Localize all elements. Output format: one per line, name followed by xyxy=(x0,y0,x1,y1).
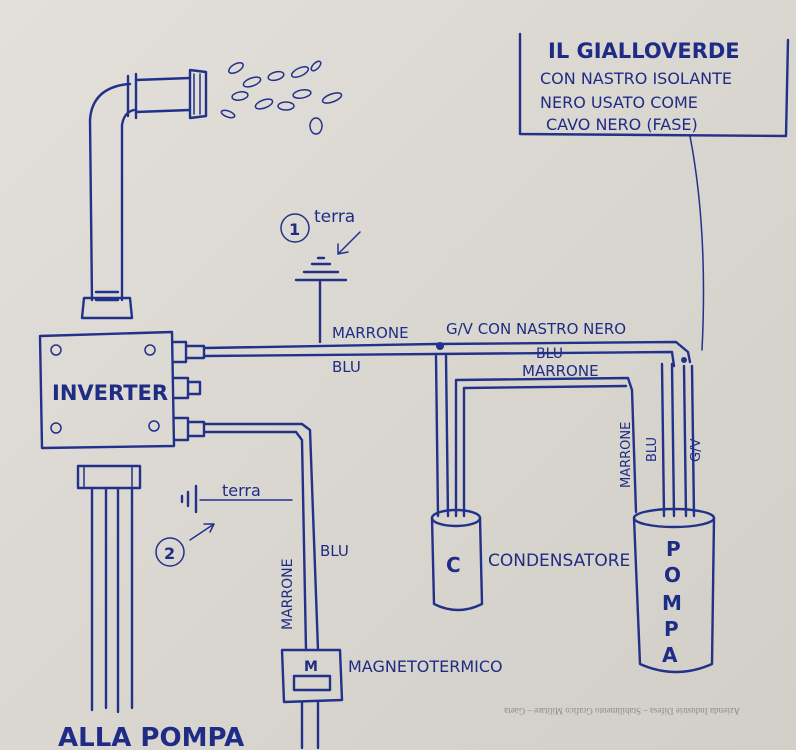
capacitor-letter: C xyxy=(446,553,461,577)
ground-1-number: 1 xyxy=(289,220,300,239)
printed-footer: Azienda Industrie Difesa – Stabilimento … xyxy=(504,706,740,716)
ground-2-label: terra xyxy=(222,481,261,500)
junction-dot xyxy=(436,342,444,350)
junction-dot-right xyxy=(681,357,687,363)
pump-letter-1: P xyxy=(666,537,681,561)
pump-letter-3: M xyxy=(662,591,682,615)
breaker-wires xyxy=(202,422,320,652)
pump-letter-5: A xyxy=(662,643,678,667)
label-marrone-vertical: MARRONE xyxy=(619,422,634,488)
water-pipe xyxy=(80,68,208,320)
note-line-2: CON NASTRO ISOLANTE xyxy=(540,69,732,88)
inverter-terminals xyxy=(172,340,206,442)
label-marrone-top: MARRONE xyxy=(332,324,409,342)
note-box: IL GIALLOVERDE CON NASTRO ISOLANTE NERO … xyxy=(518,32,790,351)
ground-1-marker xyxy=(280,213,310,243)
inverter-label: INVERTER xyxy=(52,381,168,405)
label-marrone-right: MARRONE xyxy=(522,362,599,380)
ground-1: 1 terra xyxy=(280,207,361,344)
note-line-1: IL GIALLOVERDE xyxy=(548,39,740,63)
breaker: M xyxy=(280,648,344,750)
label-gv-nastro: G/V CON NASTRO NERO xyxy=(446,320,626,338)
note-line-3: NERO USATO COME xyxy=(540,93,698,112)
pump: P O M P A xyxy=(632,507,716,674)
label-blu-top: BLU xyxy=(332,358,361,376)
inverter-box: INVERTER xyxy=(38,330,176,450)
pump-letter-4: P xyxy=(664,617,679,641)
label-blu-vertical: BLU xyxy=(645,437,660,462)
capacitor-label: CONDENSATORE xyxy=(488,551,630,571)
water-drops xyxy=(220,60,343,135)
capacitor: C xyxy=(430,508,484,612)
note-line-4: CAVO NERO (FASE) xyxy=(546,115,698,134)
label-blu-right: BLU xyxy=(536,346,563,362)
label-gv-vertical: G/V xyxy=(689,439,704,462)
outlet-pipes xyxy=(76,464,142,714)
pump-letter-2: O xyxy=(664,563,681,587)
ground-2: terra 2 xyxy=(155,481,293,567)
breaker-label: MAGNETOTERMICO xyxy=(348,657,503,676)
label-blu-breaker: BLU xyxy=(320,542,349,560)
label-marrone-breaker: MARRONE xyxy=(280,559,296,630)
breaker-letter: M xyxy=(304,659,318,675)
ground-2-number: 2 xyxy=(164,544,175,563)
bottom-label: ALLA POMPA xyxy=(58,723,244,750)
main-wires xyxy=(202,340,696,518)
ground-1-label: terra xyxy=(314,207,355,227)
ground-2-marker xyxy=(155,537,185,567)
